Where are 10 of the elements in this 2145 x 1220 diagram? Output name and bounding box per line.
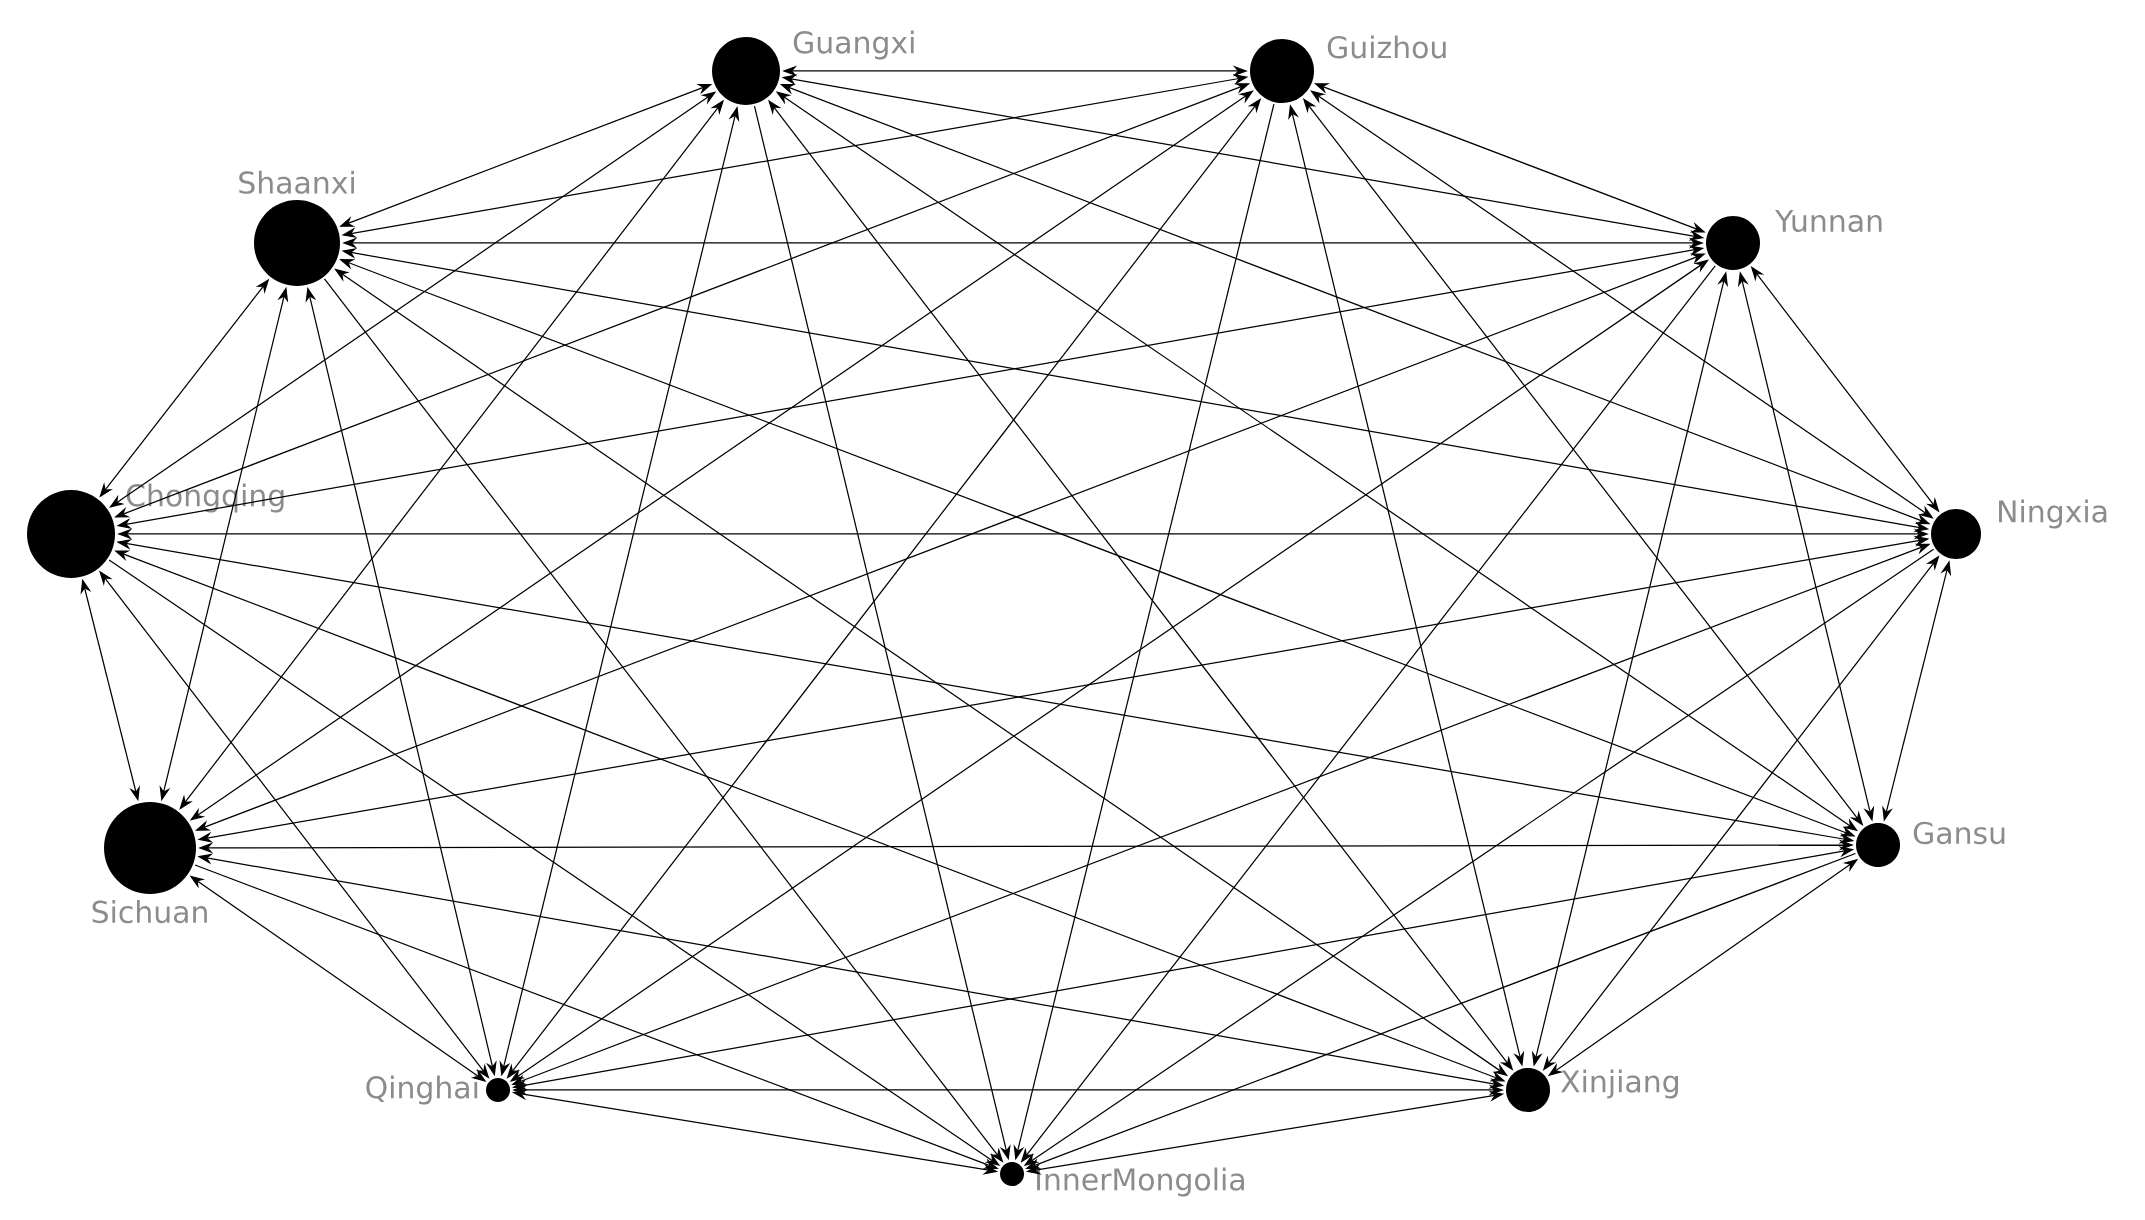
node-label: Shaanxi — [239, 170, 354, 194]
node-label: Yunnan — [1775, 209, 1882, 233]
node-label: Guangxi — [793, 30, 914, 60]
node-label: Ningxia — [1999, 499, 2107, 529]
node-label: InnerMongolia — [1037, 1167, 1244, 1197]
node-label: Xinjiang — [1561, 1069, 1678, 1099]
node-label: Gansu — [1913, 821, 2005, 845]
node-label: Sichuan — [92, 900, 207, 924]
node-label: Guizhou — [1327, 35, 1446, 59]
node-label: Qinghai — [366, 1075, 478, 1105]
